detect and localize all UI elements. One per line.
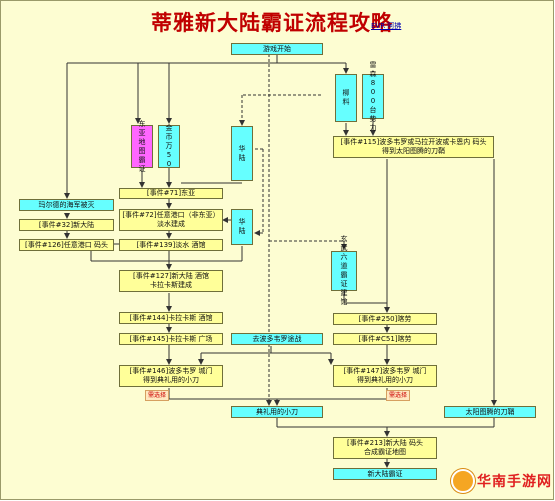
event-213-node: [事件#213]新大陆 码头 合成霸证地图: [333, 437, 437, 459]
choice-note-1: 需选择: [145, 390, 170, 401]
sun-sheath-node: 太阳图腾的刀鞘: [444, 406, 536, 418]
event-32-node: [事件#32]新大陆: [19, 219, 114, 231]
ceremony-knife-node: 典礼用的小刀: [231, 406, 323, 418]
watermark-logo: 华南手游网: [451, 468, 552, 494]
event-115-node: [事件#115]波多韦罗或马拉开波或卡恩内 码头 得到太阳图腾的刀鞘: [333, 136, 494, 158]
event-250-node: [事件#250]喀劳: [333, 313, 437, 325]
boro-battle-node: 去波多韦罗途战: [231, 333, 323, 345]
event-144-node: [事件#144]卡拉卡斯 酒馆: [119, 312, 223, 324]
event-127-node: [事件#127]新大陆 酒馆 卡拉卡斯建成: [119, 270, 223, 292]
page-title: 蒂雅新大陆霸证流程攻略: [151, 10, 393, 35]
event-146-node: [事件#146]波多韦罗 城门 得到典礼用的小刀: [119, 365, 223, 387]
hua-node-2: 华 陆: [231, 209, 253, 245]
choice-note-2: 需选择: [386, 390, 411, 401]
event-71-node: [事件#71]东亚: [119, 188, 223, 199]
event-251-node: [事件#C51]喀劳: [333, 333, 437, 345]
pirate-node: 玛尔德的海军被灭: [19, 199, 114, 211]
logo-icon: [451, 469, 475, 493]
event-147-node: [事件#147]波多韦罗 城门 得到典礼用的小刀: [333, 365, 437, 387]
end-node: 新大陆霸证: [333, 468, 437, 480]
event-145-node: [事件#145]卡拉卡斯 广场: [119, 333, 223, 345]
east-map-node: 东 亚 地 图 霸 证: [131, 120, 153, 173]
event-72-node: [事件#72]任意港口（非东亚） 淡水建成: [119, 209, 223, 231]
event-126-node: [事件#126]任意港口 码头: [19, 239, 114, 251]
author-credit-link[interactable]: EVR 阿拂: [371, 22, 402, 30]
ruins-node: 柳 料: [335, 74, 357, 122]
start-node: 游戏开始: [231, 43, 323, 55]
cs800-node: 雷 森 8 0 0 台 势 力: [362, 61, 384, 132]
side-node: 玄 武 六 道 霸 证 建 馆: [331, 235, 357, 306]
watermark-text: 华南手游网: [477, 474, 552, 490]
event-139-node: [事件#139]淡水 酒馆: [119, 239, 223, 251]
gold-node: 金 币 万 5 0: [158, 124, 180, 168]
hua-node-1: 华 陆: [231, 126, 253, 181]
